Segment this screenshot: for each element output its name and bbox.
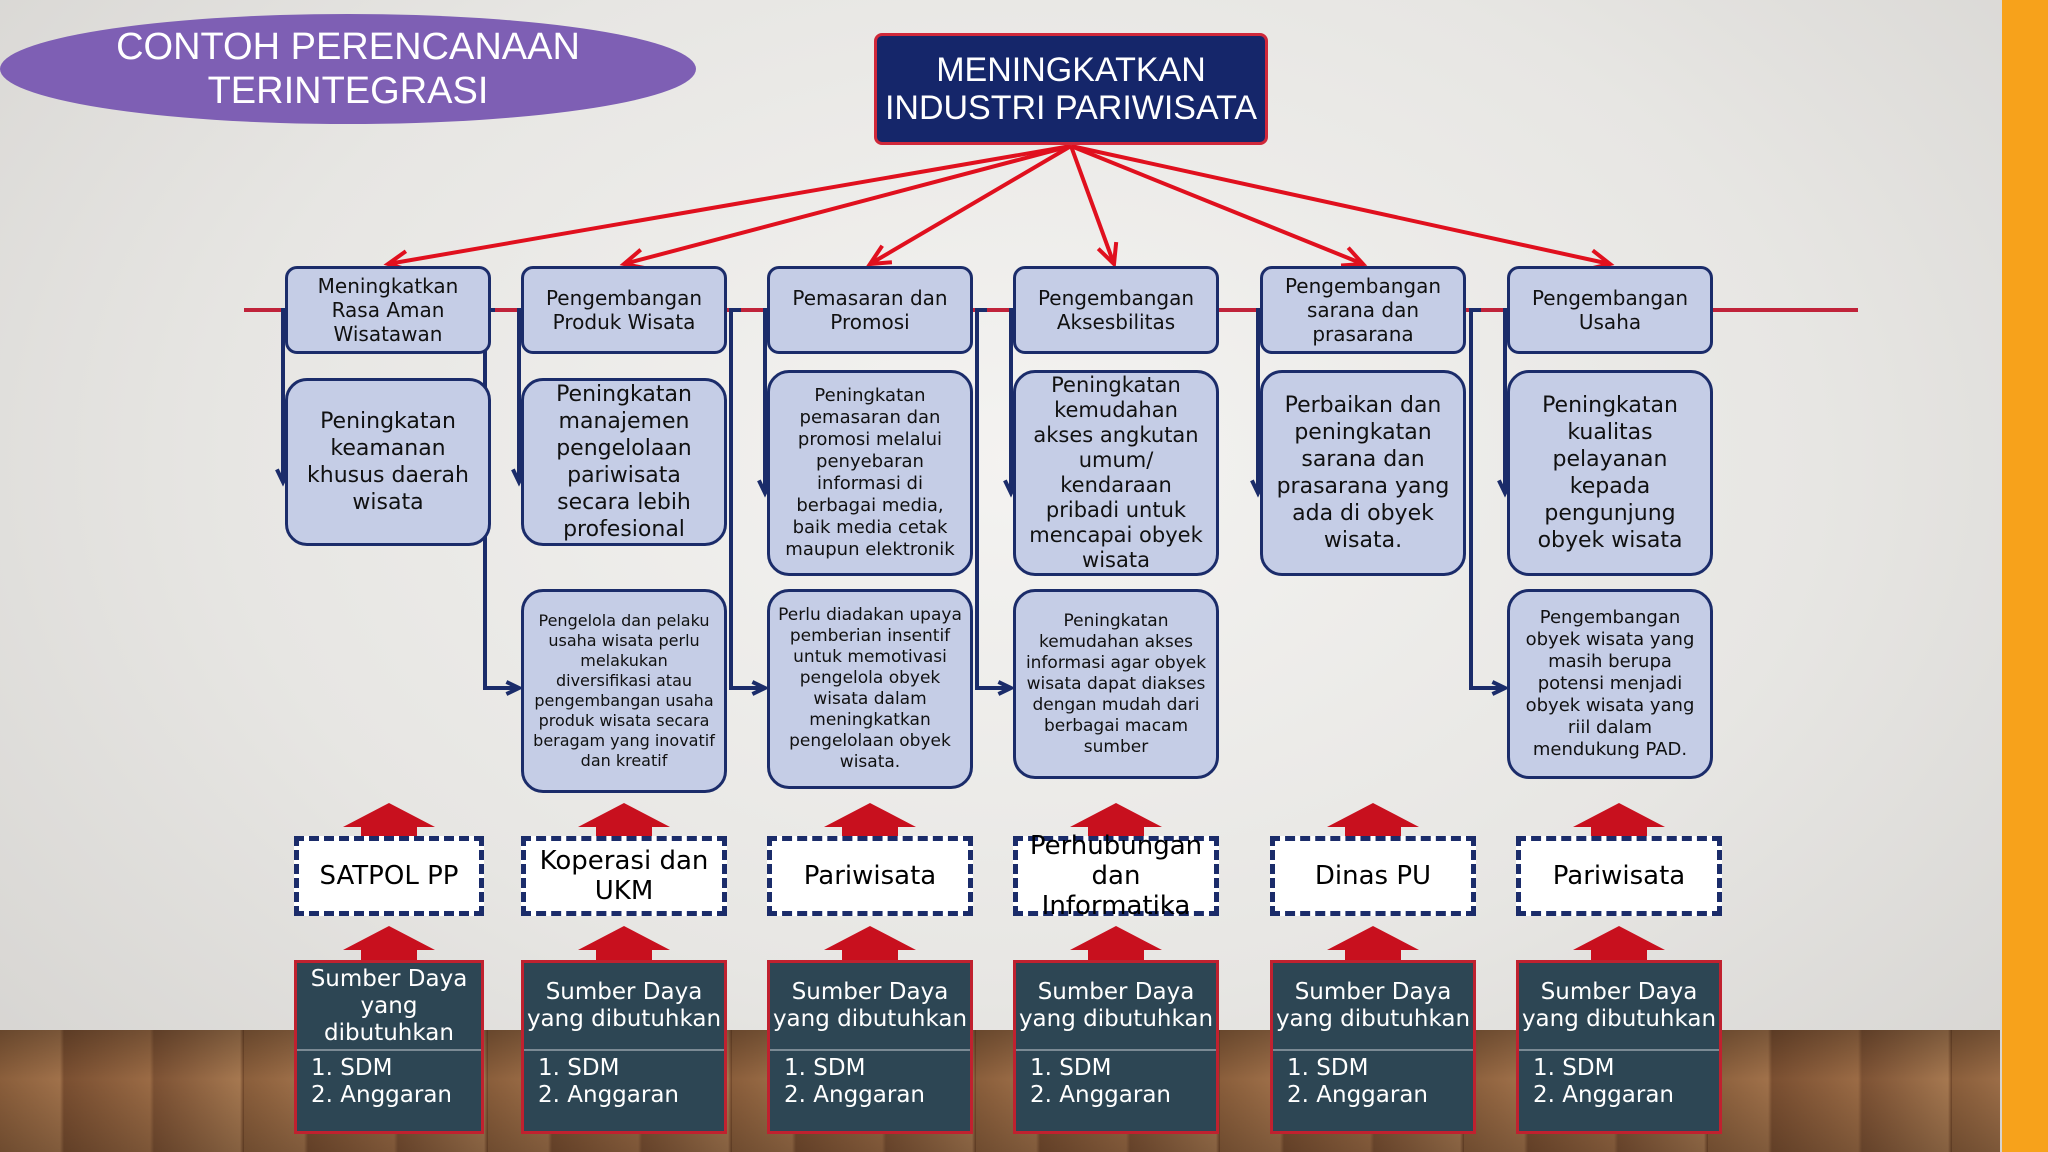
resource-item: 2. Anggaran <box>1287 1082 1428 1108</box>
program-box: Pengembangan Aksesbilitas <box>1013 266 1219 354</box>
up-arrow <box>578 803 670 837</box>
program-box: Meningkatkan Rasa Aman Wisatawan <box>285 266 491 354</box>
goal-arrow <box>623 144 1072 266</box>
goal-arrow <box>868 144 1073 266</box>
activity-box: Perlu diadakan upaya pemberian insentif … <box>767 589 973 789</box>
up-arrow <box>1573 926 1665 960</box>
program-box: Pemasaran dan Promosi <box>767 266 973 354</box>
resource-title: Sumber Daya yang dibutuhkan <box>1275 979 1471 1032</box>
connector <box>975 308 1011 690</box>
connector <box>1256 308 1260 493</box>
slide-title: CONTOH PERENCANAAN TERINTEGRASI <box>0 14 696 124</box>
up-arrow <box>343 803 435 837</box>
divider <box>524 1049 724 1051</box>
activity-box: Peningkatan manajemen pengelolaan pariwi… <box>521 378 727 546</box>
agency-box: SATPOL PP <box>294 836 484 916</box>
goal-box: MENINGKATKAN INDUSTRI PARIWISATA <box>874 33 1268 145</box>
resource-item: 1. SDM <box>1287 1055 1369 1081</box>
connector <box>517 308 521 482</box>
resource-title: Sumber Daya yang dibutuhkan <box>1018 979 1214 1032</box>
arrowhead <box>866 244 893 267</box>
up-arrow <box>1327 803 1419 837</box>
arrowhead <box>1491 680 1510 696</box>
resource-item: 1. SDM <box>1030 1055 1112 1081</box>
program-box: Pengembangan sarana dan prasarana <box>1260 266 1466 354</box>
connector <box>729 308 765 690</box>
activity-box: Peningkatan kemudahan akses informasi ag… <box>1013 589 1219 779</box>
activity-box: Perbaikan dan peningkatan sarana dan pra… <box>1260 370 1466 576</box>
activity-box: Peningkatan kemudahan akses angkutan umu… <box>1013 370 1219 576</box>
goal-arrow <box>1070 144 1364 266</box>
program-box: Pengembangan Produk Wisata <box>521 266 727 354</box>
up-arrow <box>578 926 670 960</box>
connector <box>1503 308 1507 493</box>
resource-item: 2. Anggaran <box>538 1082 679 1108</box>
goal-arrow <box>387 144 1072 266</box>
divider <box>770 1049 970 1051</box>
program-box: Pengembangan Usaha <box>1507 266 1713 354</box>
up-arrow <box>1070 803 1162 837</box>
resource-item: 1. SDM <box>538 1055 620 1081</box>
resource-title: Sumber Daya yang dibutuhkan <box>1521 979 1717 1032</box>
resource-item: 2. Anggaran <box>311 1082 452 1108</box>
agency-box: Perhubungan dan Informatika <box>1013 831 1219 921</box>
activity-box: Peningkatan kualitas pelayanan kepada pe… <box>1507 370 1713 576</box>
up-arrow <box>824 803 916 837</box>
up-arrow <box>1573 803 1665 837</box>
connector <box>763 308 767 493</box>
up-arrow <box>824 926 916 960</box>
activity-box: Pengelola dan pelaku usaha wisata perlu … <box>521 589 727 793</box>
up-arrow <box>1327 926 1419 960</box>
activity-box: Peningkatan keamanan khusus daerah wisat… <box>285 378 491 546</box>
connector <box>1009 308 1013 493</box>
activity-box: Peningkatan pemasaran dan promosi melalu… <box>767 370 973 576</box>
resource-item: 1. SDM <box>1533 1055 1615 1081</box>
resource-item: 1. SDM <box>311 1055 393 1081</box>
activity-box: Pengembangan obyek wisata yang masih ber… <box>1507 589 1713 779</box>
resource-item: 2. Anggaran <box>784 1082 925 1108</box>
connector <box>281 308 285 482</box>
arrowhead <box>751 680 770 696</box>
accent-bar <box>2002 0 2048 1152</box>
divider <box>297 1049 481 1051</box>
resource-item: 1. SDM <box>784 1055 866 1081</box>
divider <box>1016 1049 1216 1051</box>
arrowhead <box>505 680 524 696</box>
arrowhead <box>1096 241 1119 269</box>
resource-title: Sumber Daya yang dibutuhkan <box>310 965 468 1046</box>
goal-arrow <box>1070 144 1611 266</box>
up-arrow <box>343 926 435 960</box>
divider <box>1273 1049 1473 1051</box>
arrowhead <box>997 680 1016 696</box>
agency-box: Pariwisata <box>767 836 973 916</box>
arrowhead <box>1340 246 1368 268</box>
connector <box>1469 308 1505 690</box>
resource-item: 2. Anggaran <box>1533 1082 1674 1108</box>
resource-item: 2. Anggaran <box>1030 1082 1171 1108</box>
resource-title: Sumber Daya yang dibutuhkan <box>526 979 722 1032</box>
up-arrow <box>1070 926 1162 960</box>
goal-arrow <box>1069 145 1116 265</box>
agency-box: Koperasi dan UKM <box>521 836 727 916</box>
agency-box: Pariwisata <box>1516 836 1722 916</box>
agency-box: Dinas PU <box>1270 836 1476 916</box>
resource-title: Sumber Daya yang dibutuhkan <box>772 979 968 1032</box>
divider <box>1519 1049 1719 1051</box>
